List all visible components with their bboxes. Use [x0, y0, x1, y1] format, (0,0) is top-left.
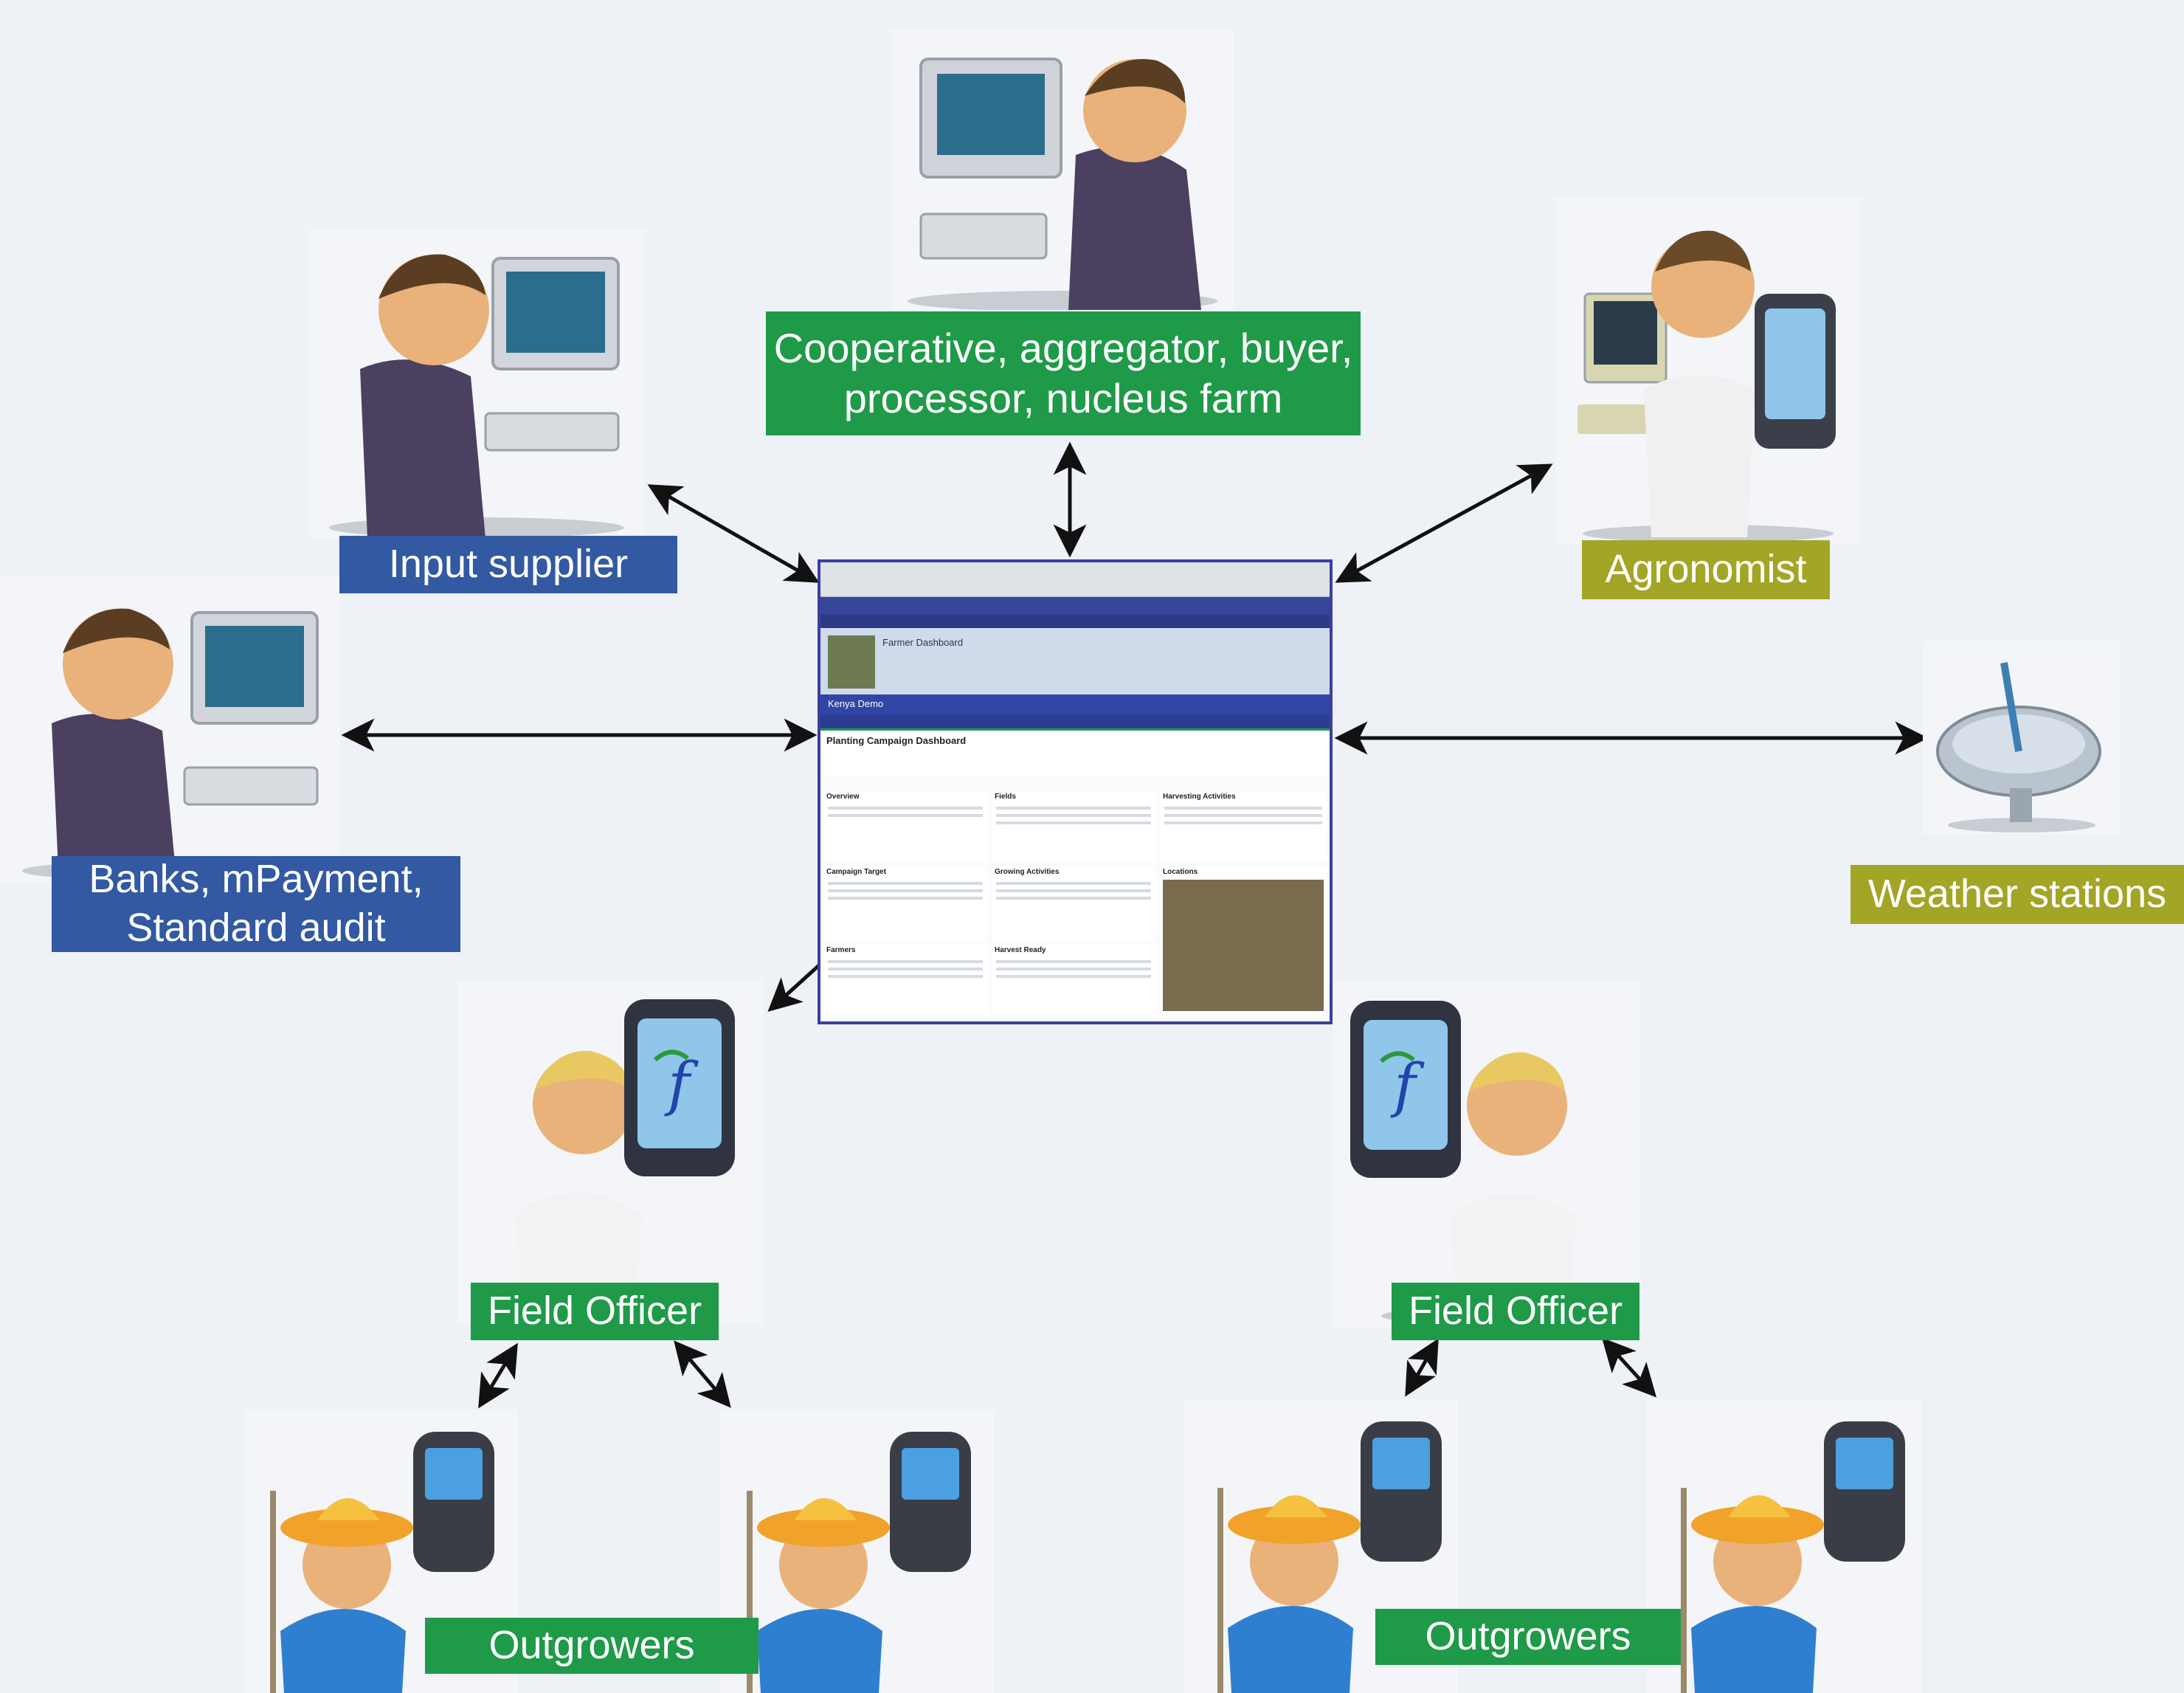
farmer-dashboard-section: Farmer Dashboard — [820, 628, 1330, 694]
farmer-phone-icon-3 — [1183, 1399, 1458, 1693]
farmer-photo — [828, 635, 875, 689]
cooperative-label: Cooperative, aggregator, buyer, processo… — [766, 311, 1361, 435]
field-officer-left-label: Field Officer — [471, 1283, 719, 1340]
arrow-outgrower-4 — [1601, 1337, 1657, 1398]
panel-campaign-target: Campaign Target — [823, 866, 987, 940]
top-navigation — [820, 597, 1330, 615]
arrow-outgrower-3 — [1405, 1338, 1439, 1397]
weather-stations-label: Weather stations — [1850, 865, 2184, 924]
org-tabs — [820, 715, 1330, 731]
banks-person-computer-icon — [0, 576, 339, 886]
cooperative-person-computer-icon — [891, 30, 1234, 310]
arrow-agronomist — [1335, 463, 1553, 583]
arrow-outgrower-2 — [674, 1340, 731, 1408]
field-officer-right-phone-icon: f — [1333, 980, 1639, 1327]
field-officer-left-phone-icon: f — [457, 979, 763, 1325]
farmer-phone-icon-4 — [1647, 1399, 1921, 1693]
dashboard-screenshot: Farmer Dashboard Kenya Demo Planting Cam… — [818, 559, 1333, 1024]
agronomist-phone-icon — [1555, 198, 1861, 545]
dashboard-panels: Overview Fields Harvesting Activities Ca… — [823, 791, 1327, 1018]
banks-label: Banks, mPayment, Standard audit — [52, 856, 460, 952]
arrow-outgrower-1 — [478, 1342, 518, 1409]
field-officer-right-label: Field Officer — [1392, 1283, 1639, 1340]
campaign-dashboard-title: Planting Campaign Dashboard — [826, 735, 967, 746]
panel-locations: Locations — [1160, 866, 1327, 1014]
farmer-phone-icon-2 — [720, 1410, 995, 1693]
satellite-dish-icon — [1923, 641, 2121, 834]
panel-harvesting-activities: Harvesting Activities — [1160, 791, 1327, 862]
locations-map — [1163, 880, 1324, 1011]
org-navigation: Kenya Demo — [820, 694, 1330, 715]
arrow-field-officer-left — [767, 964, 820, 1013]
outgrowers-left-label: Outgrowers — [425, 1618, 758, 1674]
panel-growing-activities: Growing Activities — [992, 866, 1155, 940]
panel-fields: Fields — [992, 791, 1155, 862]
panel-overview: Overview — [823, 791, 987, 862]
agronomist-label: Agronomist — [1582, 540, 1830, 599]
farmer-dashboard-title: Farmer Dashboard — [882, 637, 964, 648]
input-supplier-label: Input supplier — [339, 536, 677, 593]
outgrowers-right-label: Outgrowers — [1375, 1609, 1681, 1665]
panel-farmers: Farmers — [823, 945, 987, 1014]
browser-chrome — [820, 562, 1330, 597]
org-name: Kenya Demo — [828, 698, 884, 709]
campaign-header: Planting Campaign Dashboard — [820, 731, 1330, 776]
panel-harvest-ready: Harvest Ready — [992, 945, 1155, 1014]
input-supplier-person-computer-icon — [308, 229, 645, 539]
top-tabs — [820, 615, 1330, 628]
arrow-input-supplier — [647, 484, 820, 583]
